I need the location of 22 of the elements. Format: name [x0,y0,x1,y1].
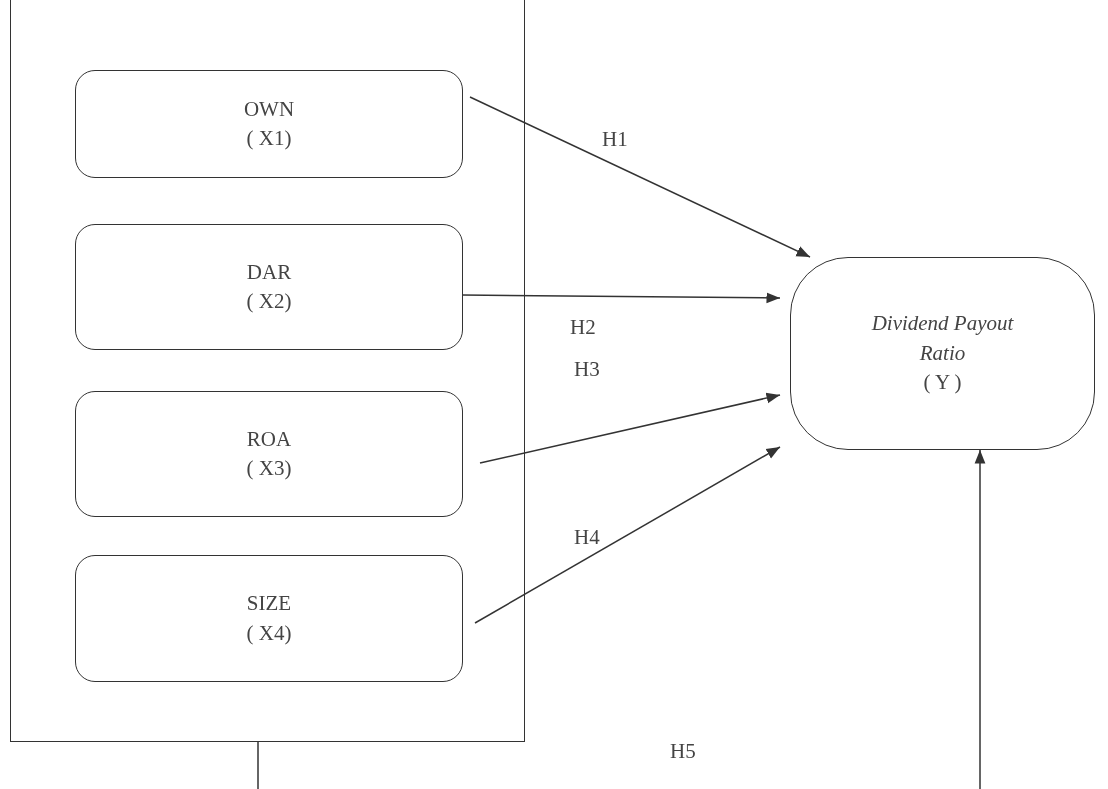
variable-box [75,224,463,350]
variable-label: Dividend Payout Ratio [870,310,1015,367]
variable-label: ( X2) [246,288,292,315]
group-frame [10,0,525,742]
variable-label: ( X3) [246,455,292,482]
connector-line [257,741,259,789]
variable-box [75,555,463,682]
arrow [469,96,811,258]
variable-box [75,391,463,517]
variable-label: ROA [246,425,292,453]
variable-label: ( X1) [246,125,292,152]
variable-label: SIZE [246,590,292,618]
arrow [479,392,781,464]
variable-label: ( X4) [246,619,292,647]
variable-box [75,70,463,178]
variable-label: OWN [243,95,295,123]
variable-box [790,257,1095,450]
arrow [461,292,781,304]
arrow [474,446,781,624]
variable-label: DAR [246,258,292,286]
variable-label: ( Y ) [923,369,962,397]
arrow [974,449,986,789]
